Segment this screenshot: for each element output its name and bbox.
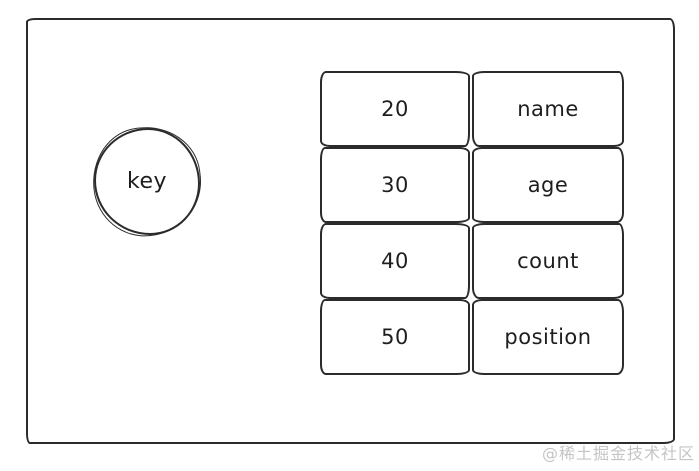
table-cell-field: name [472, 71, 624, 147]
table-cell-value: 40 [320, 223, 470, 299]
key-circle-label: key [126, 169, 167, 194]
table-cell-value: 50 [320, 299, 470, 375]
watermark-text: @稀土掘金技术社区 [541, 444, 695, 463]
table-cell-field: count [472, 223, 624, 299]
table-cell-value: 20 [320, 71, 470, 147]
key-circle-shape: key [94, 128, 200, 235]
table-cell-field: age [472, 147, 624, 223]
table-cell-value: 30 [320, 147, 470, 223]
key-value-table: 20 name 30 age 40 count 50 position [320, 71, 624, 375]
table-cell-field: position [472, 299, 624, 375]
outer-frame-rectangle [26, 18, 675, 444]
